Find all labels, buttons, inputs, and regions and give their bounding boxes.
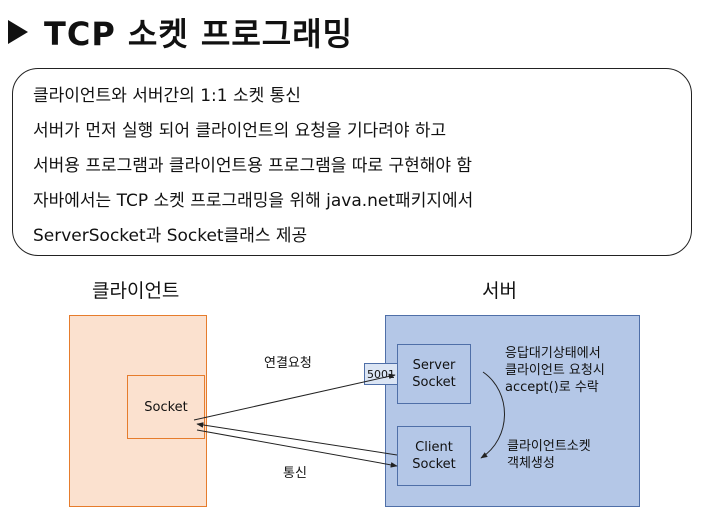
slide-title: TCP 소켓 프로그래밍 <box>44 15 354 53</box>
create-note-line2: 객체생성 <box>507 456 555 471</box>
port-number: 5001 <box>367 367 395 381</box>
create-note-line1: 클라이언트소켓 <box>507 439 591 454</box>
accept-note: 응답대기상태에서 클라이언트 요청시 accept()로 수락 <box>505 345 605 396</box>
summary-line: ServerSocket과 Socket클래스 제공 <box>33 226 308 246</box>
connection-request-arrow <box>193 373 396 421</box>
communication-arrow-to-client <box>196 422 398 456</box>
port-box: 5001 <box>364 363 398 385</box>
communication-arrow-to-server <box>196 429 398 468</box>
triangle-bullet-icon <box>8 20 28 44</box>
slide-header: TCP 소켓 프로그래밍 <box>8 10 353 54</box>
server-socket-box: Server Socket <box>397 344 471 404</box>
client-socket-server-box: Client Socket <box>397 426 471 486</box>
summary-box: 클라이언트와 서버간의 1:1 소켓 통신 서버가 먼저 실행 되어 클라이언트… <box>12 68 692 256</box>
accept-note-line2: 클라이언트 요청시 <box>505 363 605 378</box>
accept-note-line3: accept()로 수락 <box>505 380 599 395</box>
server-socket-label-line2: Socket <box>412 375 456 390</box>
create-note: 클라이언트소켓 객체생성 <box>507 438 591 472</box>
summary-line: 서버용 프로그램과 클라이언트용 프로그램을 따로 구현해야 함 <box>33 156 473 176</box>
connection-request-label: 연결요청 <box>264 356 312 371</box>
client-socket-box: Socket <box>127 375 205 439</box>
summary-line: 자바에서는 TCP 소켓 프로그래밍을 위해 java.net패키지에서 <box>33 191 474 211</box>
communication-label: 통신 <box>283 466 307 481</box>
summary-line: 서버가 먼저 실행 되어 클라이언트의 요청을 기다려야 하고 <box>33 121 447 141</box>
client-socket-server-label-line2: Socket <box>412 457 456 472</box>
client-socket-label: Socket <box>144 399 188 415</box>
summary-line: 클라이언트와 서버간의 1:1 소켓 통신 <box>33 86 301 106</box>
accept-note-line1: 응답대기상태에서 <box>505 346 601 361</box>
accept-curved-arrow <box>480 371 505 459</box>
server-socket-label-line1: Server <box>412 358 456 373</box>
server-column-label: 서버 <box>482 280 517 302</box>
client-socket-server-label-line1: Client <box>415 440 453 455</box>
client-column-label: 클라이언트 <box>92 280 180 302</box>
